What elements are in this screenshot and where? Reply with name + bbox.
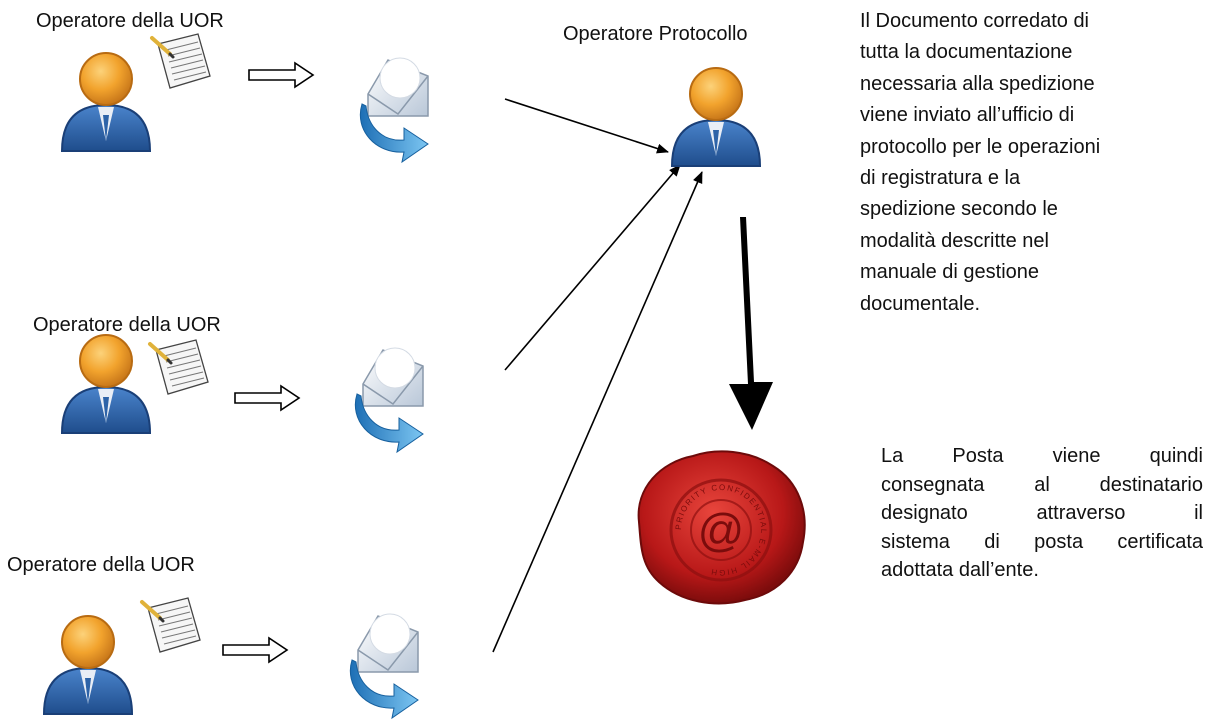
description-top-line: viene inviato all’ufficio di xyxy=(860,104,1075,127)
mail-send-icon-1 xyxy=(359,57,429,163)
label-operatore-uor-1: Operatore della UOR xyxy=(36,10,224,32)
description-top-line: di registratura e la xyxy=(860,167,1021,190)
description-bottom-line: La Posta viene quindi xyxy=(881,445,1203,467)
hollow-arrow-1 xyxy=(248,62,314,88)
document-pen-icon-1 xyxy=(150,32,212,90)
description-bottom-line: sistema di posta certificata xyxy=(881,530,1203,553)
label-operatore-protocollo: Operatore Protocollo xyxy=(563,23,748,45)
seal-at-symbol: @ xyxy=(698,504,745,556)
person-icon-uor-1 xyxy=(61,52,151,152)
description-top-line: documentale. xyxy=(860,292,981,315)
description-top-line: tutta la documentazione xyxy=(860,41,1073,64)
description-bottom: La Posta viene quindi consegnata al dest… xyxy=(881,442,1203,585)
hollow-arrow-3 xyxy=(222,637,288,663)
mail-send-icon-2 xyxy=(354,347,424,453)
label-operatore-uor-3: Operatore della UOR xyxy=(7,554,195,576)
label-operatore-uor-2: Operatore della UOR xyxy=(33,314,221,336)
arrow-protocollo-to-seal xyxy=(729,217,773,430)
description-bottom-line: designato attraverso il xyxy=(881,502,1203,524)
arrow-mail-2-to-protocollo xyxy=(504,164,681,371)
description-top-line: protocollo per le operazioni xyxy=(860,135,1101,158)
document-pen-icon-2 xyxy=(148,338,210,396)
wax-seal-icon: PRIORITY CONFIDENTIAL E-MAIL HIGH @ xyxy=(637,450,806,605)
description-top-line: spedizione secondo le xyxy=(860,198,1058,221)
person-icon-protocollo xyxy=(671,67,761,167)
description-bottom-line: adottata dall’ente. xyxy=(881,559,1039,581)
description-top: Il Documento corredato di tutta la docum… xyxy=(860,6,1205,320)
person-icon-uor-2 xyxy=(61,334,151,434)
description-top-line: Il Documento corredato di xyxy=(860,10,1090,32)
description-top-line: manuale di gestione xyxy=(860,261,1040,284)
hollow-arrow-2 xyxy=(234,385,300,411)
mail-send-icon-3 xyxy=(349,613,419,719)
description-top-line: necessaria alla spedizione xyxy=(860,72,1095,95)
arrow-mail-3-to-protocollo xyxy=(492,171,703,653)
description-bottom-line: consegnata al destinatario xyxy=(881,473,1203,496)
person-icon-uor-3 xyxy=(43,615,133,715)
arrow-mail-1-to-protocollo xyxy=(504,98,669,154)
document-pen-icon-3 xyxy=(140,596,202,654)
description-top-line: modalità descritte nel xyxy=(860,229,1049,252)
